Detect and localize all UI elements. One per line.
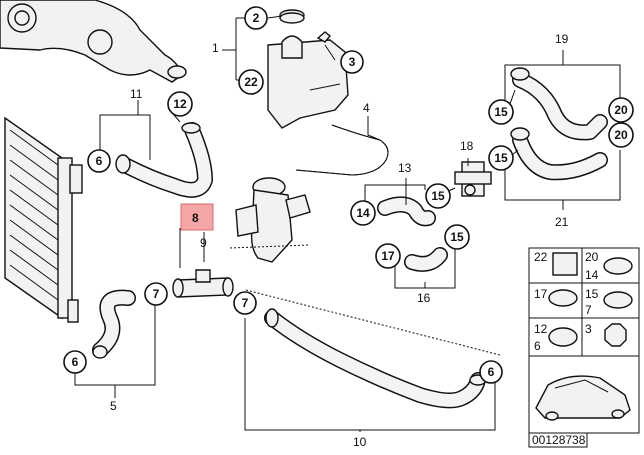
svg-text:22: 22 [244, 75, 258, 89]
expansion-tank-illustration [267, 9, 349, 129]
hose-13 [377, 196, 436, 227]
callout-20a: 20 [608, 97, 634, 123]
svg-text:3: 3 [349, 55, 356, 69]
legend-20: 20 [585, 250, 599, 264]
svg-text:15: 15 [494, 105, 508, 119]
svg-text:6: 6 [72, 355, 79, 369]
hose-16 [404, 247, 448, 272]
callout-2: 2 [244, 6, 268, 30]
callout-6a: 6 [87, 149, 111, 173]
callout-1: 1 [212, 41, 219, 55]
hose-21 [510, 127, 608, 181]
svg-text:20: 20 [614, 103, 628, 117]
highlight-box-8 [180, 203, 214, 231]
svg-text:15: 15 [450, 230, 464, 244]
callout-11: 11 [130, 87, 143, 101]
svg-text:17: 17 [381, 249, 395, 263]
svg-text:15: 15 [431, 189, 445, 203]
callout-6c: 6 [479, 360, 503, 384]
callout-9: 9 [200, 236, 207, 250]
callout-17: 17 [375, 243, 401, 269]
callout-4: 4 [363, 101, 370, 115]
thermostat-housing-illustration [235, 177, 311, 263]
t-connector-8 [172, 269, 234, 298]
callout-22: 22 [238, 69, 264, 95]
svg-text:7: 7 [153, 287, 160, 301]
legend-6: 6 [534, 339, 541, 353]
callout-12: 12 [167, 91, 193, 117]
hose-19 [510, 67, 608, 141]
legend-7: 7 [585, 303, 592, 317]
hose-10 [264, 308, 487, 409]
svg-text:2: 2 [253, 11, 260, 25]
callout-15a: 15 [425, 183, 451, 209]
callout-7a: 7 [144, 282, 168, 306]
callout-16: 16 [417, 291, 431, 305]
valve-18 [454, 161, 492, 197]
legend-3: 3 [585, 322, 592, 336]
callout-7b: 7 [233, 291, 257, 315]
callout-21: 21 [555, 215, 569, 229]
svg-text:20: 20 [614, 128, 628, 142]
svg-text:14: 14 [356, 206, 370, 220]
callout-15c: 15 [488, 99, 514, 125]
callout-6b: 6 [63, 350, 87, 374]
callout-8: 8 [192, 211, 199, 225]
callout-3: 3 [340, 50, 364, 74]
leader-lines [74, 15, 621, 432]
callout-18: 18 [460, 139, 474, 153]
callout-15d: 15 [488, 145, 514, 171]
callout-15b: 15 [444, 224, 470, 250]
callout-14: 14 [350, 200, 376, 226]
car-silhouette-icon [535, 375, 631, 421]
legend-14: 14 [585, 268, 599, 282]
legend-17: 17 [534, 287, 548, 301]
svg-text:6: 6 [488, 365, 495, 379]
legend-panel: 22 20 14 17 15 7 12 6 3 [528, 247, 640, 434]
svg-text:12: 12 [173, 97, 187, 111]
svg-text:7: 7 [242, 296, 249, 310]
callout-13: 13 [398, 161, 412, 175]
svg-text:6: 6 [96, 154, 103, 168]
legend-15: 15 [585, 287, 599, 301]
legend-22: 22 [534, 250, 548, 264]
legend-12: 12 [534, 322, 548, 336]
radiator-illustration [4, 116, 83, 323]
diagram-code: 00128738 [532, 433, 586, 447]
callout-19: 19 [555, 32, 569, 46]
hose-11 [115, 122, 213, 198]
callout-20b: 20 [608, 122, 634, 148]
hose-4 [295, 124, 389, 176]
water-pump-illustration [0, 0, 187, 83]
callout-5: 5 [110, 399, 117, 413]
hose-5 [92, 289, 136, 359]
callout-10: 10 [353, 435, 367, 449]
svg-text:15: 15 [494, 151, 508, 165]
